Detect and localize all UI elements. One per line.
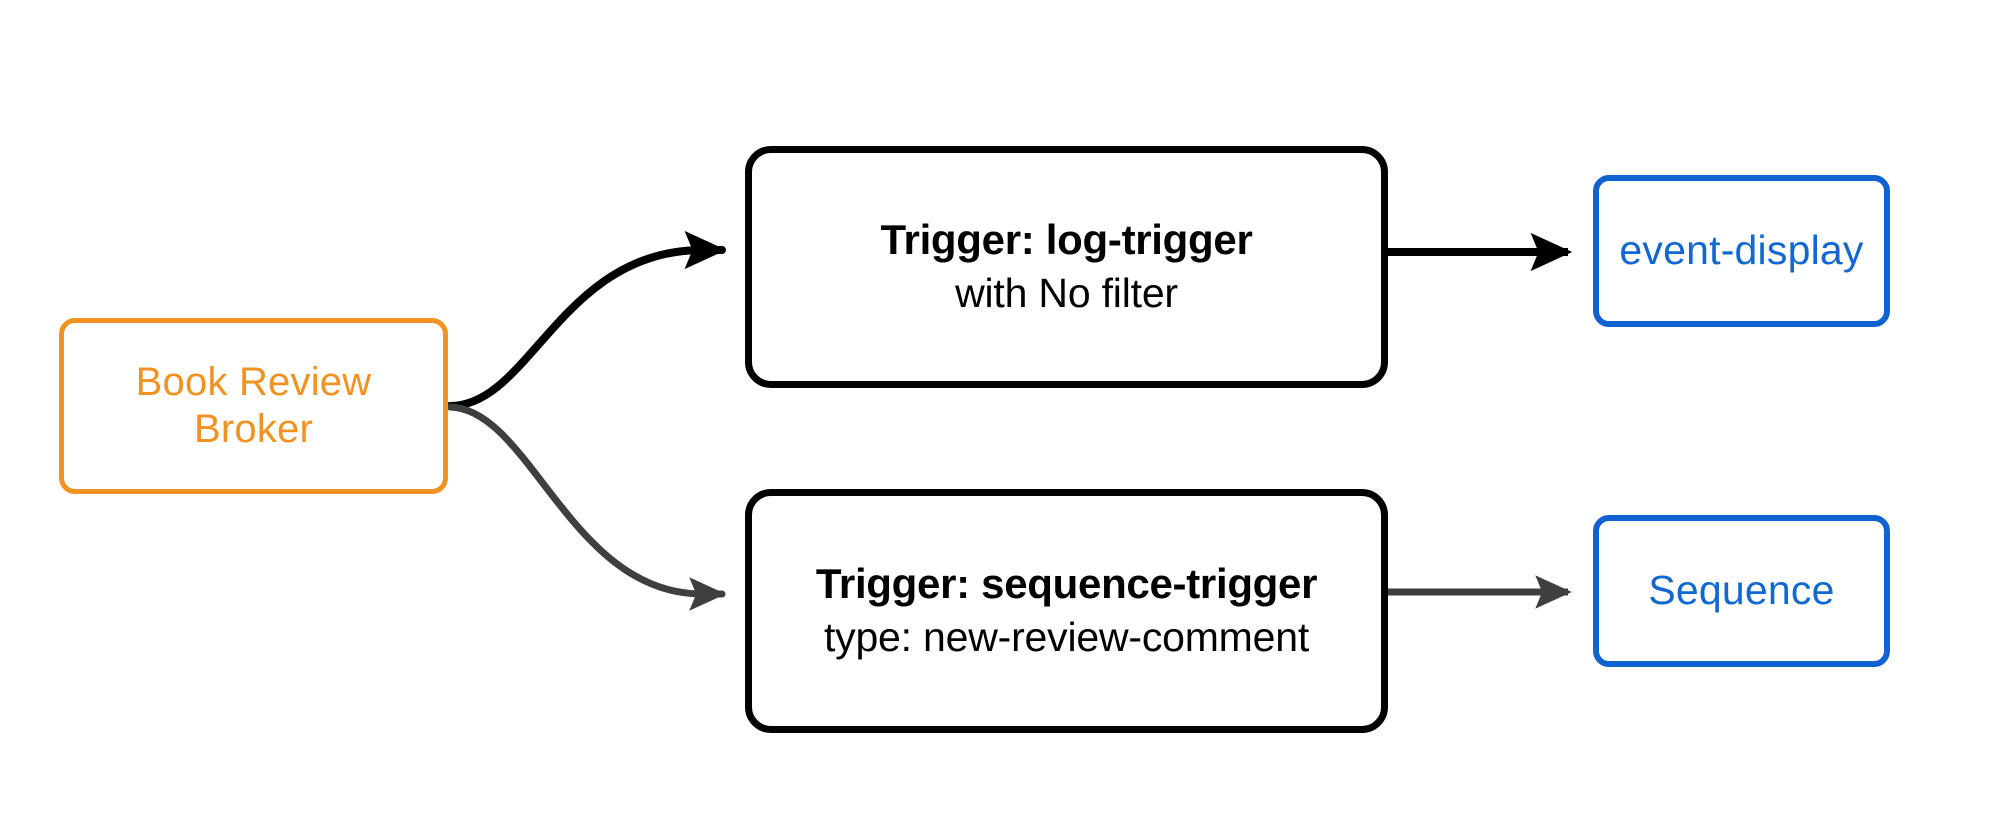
node-sequence[interactable]: Sequence <box>1593 515 1890 667</box>
node-sequence-label: Sequence <box>1648 567 1835 614</box>
node-sequence-trigger-subtitle: type: new-review-comment <box>823 614 1310 661</box>
node-log-trigger-title: Trigger: log-trigger <box>880 216 1253 264</box>
node-sequence-trigger[interactable]: Trigger: sequence-trigger type: new-revi… <box>745 489 1388 733</box>
node-sequence-trigger-title: Trigger: sequence-trigger <box>815 560 1318 608</box>
node-log-trigger-subtitle: with No filter <box>955 270 1178 317</box>
node-event-display[interactable]: event-display <box>1593 175 1890 327</box>
node-event-display-label: event-display <box>1619 227 1864 274</box>
node-broker-line-2: Broker <box>193 407 313 451</box>
node-broker-line-1: Book Review <box>135 359 372 404</box>
node-book-review-broker[interactable]: Book Review Broker <box>59 318 448 494</box>
node-log-trigger[interactable]: Trigger: log-trigger with No filter <box>745 146 1388 388</box>
edge-broker-to-log-trigger <box>446 230 727 410</box>
edge-broker-to-sequence-trigger <box>446 403 726 611</box>
